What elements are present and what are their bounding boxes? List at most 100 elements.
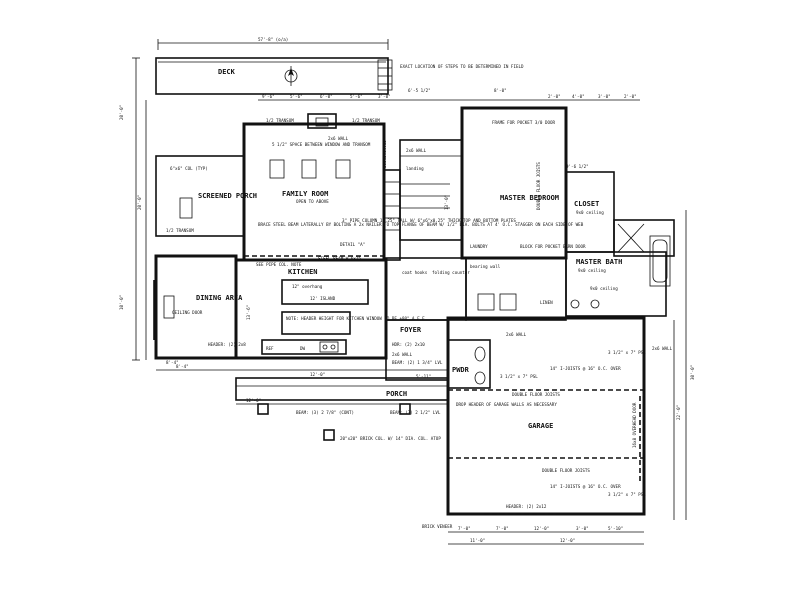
closet-label: CLOSET <box>574 200 599 208</box>
front-porch: PORCH BEAM: (3) 2 7/8" (CONT) BEAM: (3) … <box>235 369 449 441</box>
deck-label: DECK <box>218 68 236 76</box>
note-joists-top: 14" I-JOISTS @ 16" O.C. OVER <box>550 366 621 371</box>
note-beam-porch: BEAM: (3) 2 7/8" (CONT) <box>296 410 354 415</box>
dim-top-1: 9'-6" <box>262 94 275 99</box>
dim-top-2: 5'-6" <box>290 94 303 99</box>
note-bearing-wall: bearing wall <box>470 264 501 269</box>
dining-area: DINING AREA CEILING DOOR HEADER: (2) 2x8… <box>153 254 246 365</box>
dim-bottom-3: 12'-0" <box>534 526 549 531</box>
note-psl-1: 3 1/2" x 7" PSL <box>500 374 538 379</box>
pwdr-label: PWDR <box>452 366 470 374</box>
closet-sub: 9x0 ceiling <box>576 210 604 215</box>
dw-label: DW <box>300 346 306 351</box>
dim-bottom-6: 11'-0" <box>470 538 485 543</box>
dim-bottom-4: 3'-0" <box>576 526 589 531</box>
overall-dimension-top: 57'-8" (o/a) <box>157 37 389 50</box>
dim-bottom-2: 7'-0" <box>496 526 509 531</box>
note-bedroom-joists: DOUBLE FLOOR JOISTS <box>536 162 541 210</box>
left-lower-dims: 8'-4" <box>156 364 236 371</box>
note-detail-a: DETAIL "A" <box>340 242 365 247</box>
dim-kitchen: 13'-6" <box>246 305 251 320</box>
note-space-between: 5 1/2" SPACE BETWEEN WINDOW AND TRANSOM <box>272 142 371 147</box>
note-transom-left: 1/2 TRANSOM <box>266 118 294 123</box>
family-room-label: FAMILY ROOM <box>282 190 328 198</box>
dim-left-overall: 20'-0" <box>119 105 124 120</box>
dim-bottom-1: 7'-0" <box>458 526 471 531</box>
master-bath-label: MASTER BATH <box>576 258 622 266</box>
note-landing: landing <box>406 166 424 171</box>
note-see-pipe-col: SEE PIPE COL. NOTE <box>256 262 302 267</box>
note-exact-location: EXACT LOCATION OF STEPS TO BE DETERMINED… <box>400 64 524 69</box>
note-porch-transom: 1/2 TRANSOM <box>166 228 194 233</box>
dim-overall-top: 57'-8" (o/a) <box>258 37 288 42</box>
dim-bottom-5: 5'-10" <box>608 526 623 531</box>
north-arrow-icon <box>284 66 298 86</box>
note-beam-porch-right: BEAM: (3) 2 1/2" LVL <box>390 410 441 415</box>
bottom-dimensions: 7'-0" 7'-0" 12'-0" 3'-0" 5'-10" 11'-0" 1… <box>448 526 644 545</box>
note-overhang: 12" overhang <box>292 284 323 289</box>
master-bath: MASTER BATH 9x0 ceiling 9x0 ceiling <box>565 219 675 317</box>
note-psl-3: 3 1/2" x 7" PSL <box>608 492 646 497</box>
ref-label: REF <box>266 346 274 351</box>
porch-label: PORCH <box>386 390 407 398</box>
note-dining-ceiling: CEILING DOOR <box>172 310 203 315</box>
screened-porch-label: SCREENED PORCH <box>198 192 257 200</box>
master-bedroom-label: MASTER BEDROOM <box>500 194 559 202</box>
island-label: 12' ISLAND <box>310 296 336 301</box>
note-header-garage: HEADER: (2) 2x12 <box>506 504 547 509</box>
dim-top-6: 6'-5 1/2" <box>408 88 431 93</box>
center-service-area: coat hooks folding counter bearing wall … <box>385 257 567 389</box>
note-center-wall: 2x6 WALL <box>506 332 527 337</box>
note-transom-right: 1/2 TRANSOM <box>352 118 380 123</box>
note-brace-steel: BRACE STEEL BEAM LATERALLY BY BOLTING A … <box>258 222 584 227</box>
note-garage-wall: 2x6 WALL <box>652 346 673 351</box>
dim-closet: 9'-6 1/2" <box>566 164 589 169</box>
garage-label: GARAGE <box>528 422 553 430</box>
master-bath-sub: 9x0 ceiling <box>578 268 606 273</box>
note-brick-col: 20"x20" BRICK COL. W/ 14" DIA. COL. ATOP <box>340 436 441 441</box>
note-psl-2: 3 1/2" x 7" PSL <box>608 350 646 355</box>
screened-porch: SCREENED PORCH 6"x6" COL (TYP) 1/2 TRANS… <box>155 155 257 237</box>
note-pipe-column: 3" PIPE COLUMN 10.25" TALL W/ 6"x6"x0.25… <box>342 218 516 223</box>
laundry-label: LAUNDRY <box>470 244 488 249</box>
closet: CLOSET 9x0 ceiling 9'-6 1/2" <box>565 164 615 253</box>
note-screened-col: 6"x6" COL (TYP) <box>170 166 208 171</box>
left-dimensions: 20'-0" 10'-0" 20'-0" <box>119 57 147 361</box>
dim-top-8: 2'-0" <box>548 94 561 99</box>
master-bedroom: FRAME FOR POCKET 3/0 DOOR MASTER BEDROOM… <box>444 106 586 260</box>
note-coat-hooks: coat hooks <box>402 270 428 275</box>
note-overhead-door: 16x8 OVERHEAD DOOR <box>632 402 637 448</box>
note-brick-veneer: BRICK VENEER <box>422 524 453 529</box>
linen-label: LINEN <box>540 300 553 305</box>
dim-top-10: 3'-0" <box>598 94 611 99</box>
dim-left-inner: 20'-0" <box>137 195 142 210</box>
note-folding-counter: folding counter <box>432 270 470 275</box>
note-block-pocket: BLOCK FOR POCKET BARN DOOR <box>520 244 586 249</box>
note-drop-header: DROP HEADER OF GARAGE WALLS AS NECESSARY <box>456 402 557 407</box>
note-frame-pocket: FRAME FOR POCKET 3/0 DOOR <box>492 120 556 125</box>
dim-bottom-7: 12'-0" <box>560 538 575 543</box>
note-hall-wall: 2x6 WALL <box>406 148 427 153</box>
dim-porch-width: 12'-0" <box>246 398 261 403</box>
note-foyer-wall: 2x6 WALL <box>392 352 413 357</box>
dim-left-lower: 10'-0" <box>119 295 124 310</box>
dim-dining: 8'-4" <box>166 360 179 365</box>
note-header-height: NOTE: HEADER HEIGHT FOR KITCHEN WINDOW T… <box>286 316 427 321</box>
kitchen-label: KITCHEN <box>288 268 318 276</box>
note-bookshelves: bookshelves <box>382 140 387 168</box>
note-double-joists-2: DOUBLE FLOOR JOISTS <box>542 468 590 473</box>
dim-foyer: 5'-11" <box>416 374 431 379</box>
dim-left-lower-row: 8'-4" <box>176 364 189 369</box>
family-room-sub: OPEN TO ABOVE <box>296 199 329 204</box>
family-room: 1/2 TRANSOM 1/2 TRANSOM 5 1/2" SPACE BET… <box>242 113 584 262</box>
dining-area-label: DINING AREA <box>196 294 243 302</box>
note-double-joists: DOUBLE FLOOR JOISTS <box>512 392 560 397</box>
note-dining-header: HEADER: (2) 2x8 <box>208 342 246 347</box>
dim-porch: 12'-0" <box>310 372 325 377</box>
dim-right-overall: 30'-0" <box>690 365 695 380</box>
foyer-label: FOYER <box>400 326 422 334</box>
note-bath-ceiling: 9x0 ceiling <box>590 286 618 291</box>
note-beam-lvl: BEAM: (2) 1 3/4" LVL <box>392 360 443 365</box>
right-dimensions: 30'-0" 22'-0" <box>673 210 695 520</box>
